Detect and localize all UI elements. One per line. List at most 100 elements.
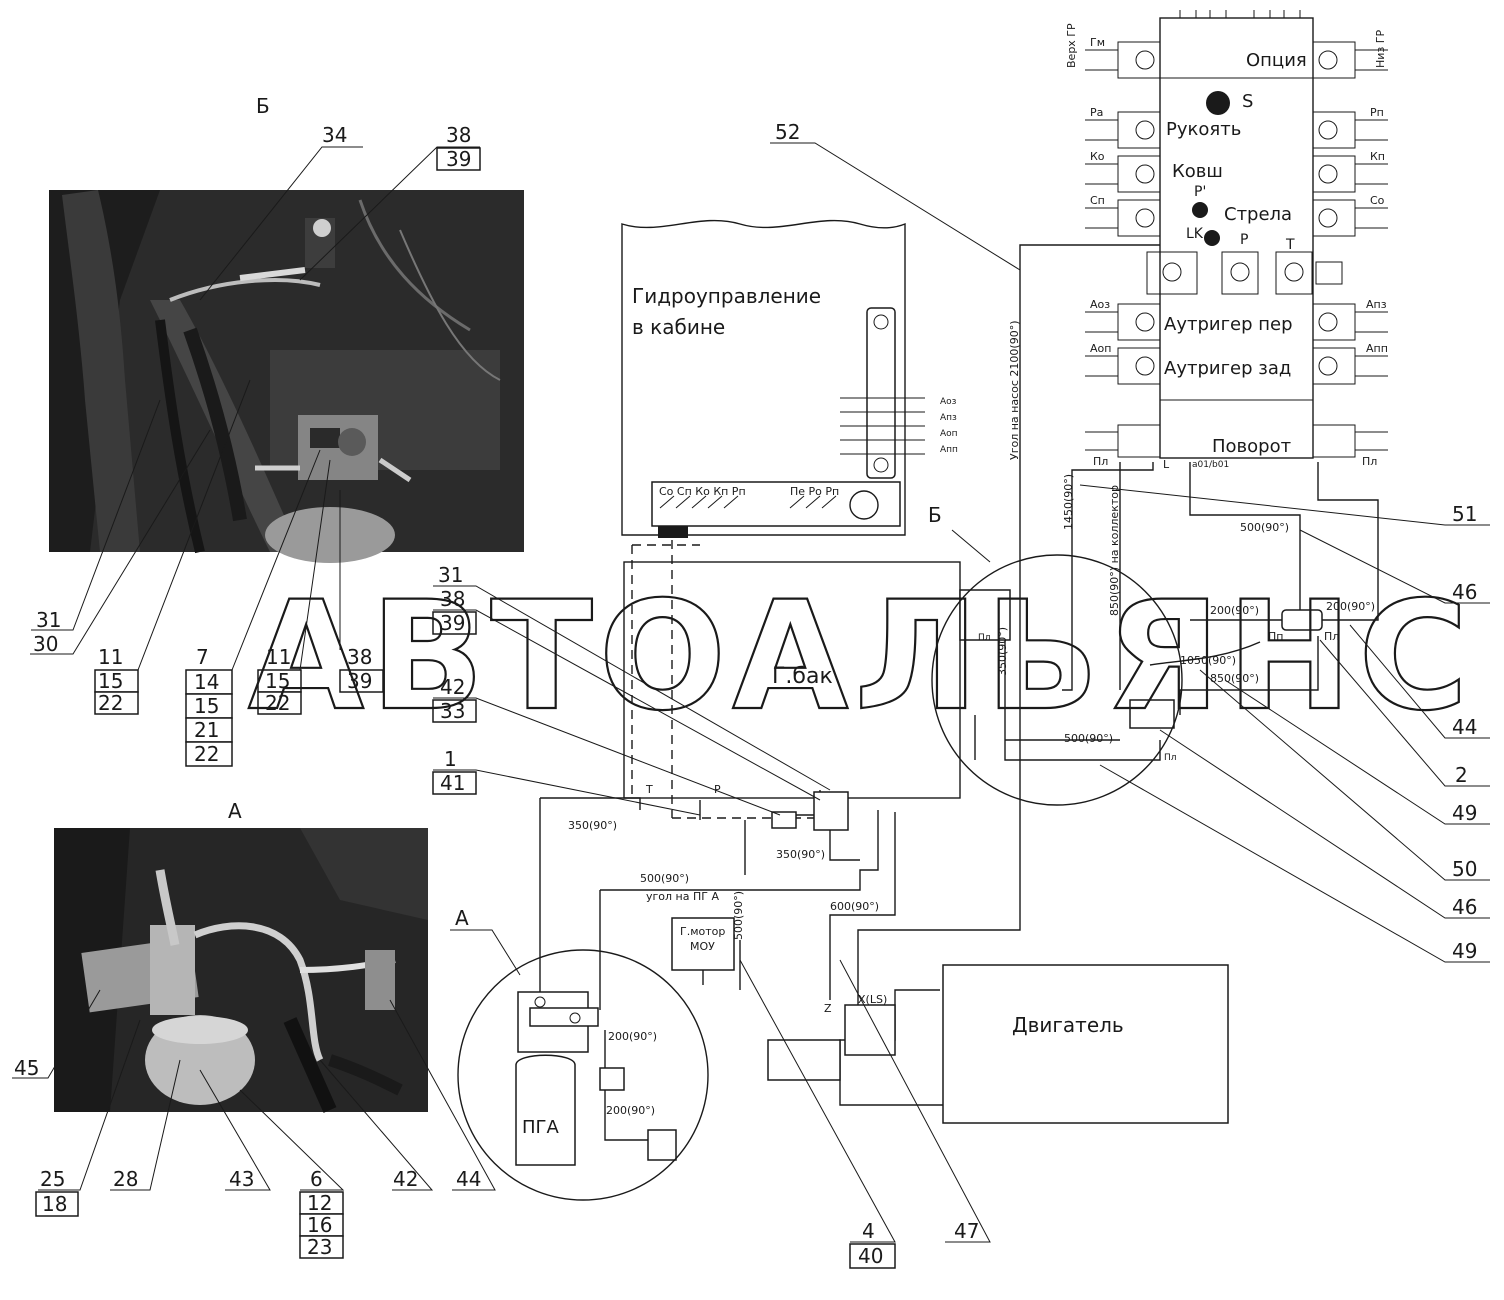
callout-c39: 39: [440, 611, 465, 635]
callout-15c: 15: [265, 669, 290, 693]
vb-option: Опция: [1246, 50, 1307, 71]
vb-top-right: Низ ГР: [1374, 30, 1387, 68]
hydro-motor: [671, 917, 735, 971]
hose-350t: 350(90°): [568, 819, 617, 832]
vb-outrigger-rear: Аутригер зад: [1164, 358, 1291, 379]
callout-r46: 46: [1452, 580, 1477, 604]
detail-circle-a: [457, 949, 709, 1201]
callout-34: 34: [322, 123, 347, 147]
vb-lk: LK: [1186, 226, 1204, 242]
callout-c42: 42: [440, 675, 465, 699]
callout-23: 23: [307, 1235, 332, 1259]
callout-22b: 22: [194, 742, 219, 766]
callout-25: 25: [40, 1167, 65, 1191]
xls-label: X(LS): [858, 993, 887, 1006]
vb-arm: Рукоять: [1166, 119, 1241, 140]
hose-pp: Пп: [1268, 630, 1283, 643]
callout-42: 42: [393, 1167, 418, 1191]
hose-pl: Пл: [1324, 630, 1339, 643]
cabin-ports-right: Пе Ро Рп: [790, 485, 839, 498]
vb-ko: Ко: [1090, 150, 1105, 163]
callout-15: 15: [98, 669, 123, 693]
detail-circle-b: [931, 554, 1183, 806]
vb-top-left: Верх ГР: [1065, 23, 1078, 68]
cabin-side-2: Апз: [940, 413, 957, 423]
hose-lines: [539, 244, 1379, 1161]
callout-30: 30: [33, 632, 58, 656]
callout-6: 6: [310, 1167, 323, 1191]
callout-12: 12: [307, 1191, 332, 1215]
callout-c47: 47: [954, 1219, 979, 1243]
callout-c38: 38: [440, 587, 465, 611]
vb-gm: Гм: [1090, 36, 1105, 49]
vb-s: S: [1242, 91, 1253, 112]
cabin-ports-left: Со Сп Ко Кп Рп: [659, 485, 746, 498]
callout-43: 43: [229, 1167, 254, 1191]
callout-16: 16: [307, 1213, 332, 1237]
vb-outrigger-front: Аутригер пер: [1164, 314, 1293, 335]
callout-c4: 4: [862, 1219, 875, 1243]
watermark: АВТОАЛЬЯНС: [248, 570, 1474, 744]
callout-18: 18: [42, 1192, 67, 1216]
tank-label: Г.бак: [772, 664, 833, 689]
cabin-side-3: Аоп: [940, 429, 958, 439]
hose-pl3: Пл: [1164, 753, 1177, 763]
engine-label: Двигатель: [1012, 1013, 1124, 1037]
hose-600: 600(90°): [830, 900, 879, 913]
callout-r51: 51: [1452, 502, 1477, 526]
vb-so: Со: [1370, 194, 1385, 207]
hose-2100: Угол на насос 2100(90°): [1008, 321, 1021, 461]
pga-assembly: [515, 991, 599, 1166]
cabin-side-4: Апп: [940, 445, 958, 455]
callout-39b: 39: [347, 669, 372, 693]
hose-500b: 500(90°): [1064, 732, 1113, 745]
callout-21: 21: [194, 718, 219, 742]
callout-c31: 31: [438, 563, 463, 587]
engine: [942, 964, 1229, 1124]
vb-sp: Сп: [1090, 194, 1105, 207]
vb-ra: Ра: [1090, 106, 1103, 119]
hose-200-pga1: 200(90°): [608, 1030, 657, 1043]
callout-15b: 15: [194, 694, 219, 718]
leaders-a: [12, 989, 496, 1191]
circle-a-label: A: [455, 906, 469, 930]
callout-7: 7: [196, 645, 209, 669]
photo-a-label: A: [228, 799, 242, 823]
callout-28: 28: [113, 1167, 138, 1191]
z-label: Z: [824, 1002, 832, 1015]
vb-p: P: [1240, 232, 1248, 248]
vb-aoz: Аоз: [1090, 298, 1110, 311]
vb-kp: Кп: [1370, 150, 1385, 163]
hose-angle: угол на ПГ А: [646, 890, 719, 903]
hose-500a: 500(90°): [1240, 521, 1289, 534]
hose-500v: 500(90°): [732, 891, 745, 940]
hose-200b: 200(90°): [1326, 600, 1375, 613]
callout-r2: 2: [1455, 763, 1468, 787]
hydro-motor-label-2: МОУ: [690, 940, 715, 953]
callout-r50: 50: [1452, 857, 1477, 881]
photo-b: [49, 190, 524, 563]
tank-p: P: [714, 783, 721, 796]
callout-r46b: 46: [1452, 895, 1477, 919]
hydro-motor-label-1: Г.мотор: [680, 925, 725, 938]
vb-rp: Рп: [1370, 106, 1384, 119]
callout-45: 45: [14, 1056, 39, 1080]
vb-apz: Апз: [1366, 298, 1387, 311]
cabin-title-2: в кабине: [632, 315, 725, 339]
callout-11b: 11: [266, 645, 291, 669]
hose-850b: 850(90°): [1210, 672, 1259, 685]
pga-label: ПГА: [522, 1117, 560, 1138]
hose-200-pga2: 200(90°): [606, 1104, 655, 1117]
vb-pprime: P': [1194, 184, 1206, 200]
callout-c1: 1: [444, 747, 457, 771]
vb-pl-left: Пл: [1093, 455, 1108, 468]
hose-200a: 200(90°): [1210, 604, 1259, 617]
leaders-right: [1079, 484, 1490, 963]
vb-app: Апп: [1366, 342, 1388, 355]
hose-1450: 1450(90°): [1062, 474, 1075, 530]
tank-t: T: [645, 783, 653, 796]
callout-c40: 40: [858, 1244, 883, 1268]
valve-block: [1085, 10, 1388, 459]
callout-38b: 38: [347, 645, 372, 669]
photo-a: [54, 828, 428, 1113]
